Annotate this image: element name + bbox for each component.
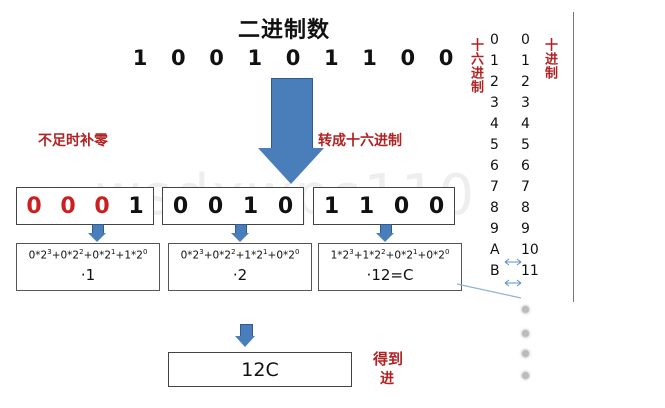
exponent: 0 [444,248,450,256]
group-digit: 0 [207,193,224,219]
formula-expression: 1*23+1*22+0*21+0*20 [330,248,450,262]
table-value: 2 [490,74,499,90]
hex-result: 12C [168,352,352,387]
exponent: 3 [349,248,354,256]
table-value: 1 [490,53,499,69]
table-value: B [490,263,500,279]
formula-result: ·1 [80,265,96,284]
exponent: 3 [47,248,52,256]
table-value: 3 [521,95,530,111]
table-value: 8 [490,200,499,216]
exponent: 1 [111,248,116,256]
table-value: 7 [521,179,530,195]
table-value: 0 [521,32,530,48]
convert-hex-label: 转成十六进制 [318,133,402,149]
binary-digit: 1 [132,46,148,70]
table-value: 9 [490,221,499,237]
group-digit: 1 [358,193,375,219]
dec-vertical-label: 十进制 [542,38,557,80]
table-value: 9 [521,221,530,237]
table-value: 6 [490,158,499,174]
formula-expression: 0*23+0*22+0*21+1*20 [28,248,148,262]
ellipsis-dot [522,350,529,357]
table-value: 5 [490,137,499,153]
group-arrow-1-head [88,233,106,242]
group-digit: 0 [428,193,445,219]
binary-digit: 1 [362,46,377,70]
exponent: 0 [142,248,148,256]
convert-arrow-head [258,148,324,184]
group-digit: 1 [242,193,259,219]
page-title: 二进制数 [238,18,331,43]
binary-digit: 0 [285,46,301,70]
table-value: 6 [521,158,530,174]
ellipsis-dot [522,330,529,337]
binary-digit: 0 [438,46,454,70]
got-label: 得到 [373,350,404,368]
table-value: 4 [521,116,530,132]
table-value: 8 [521,200,530,216]
table-divider [573,12,574,302]
exponent: 2 [231,248,236,256]
group-digit: 1 [323,193,340,219]
group-digit: 0 [26,193,42,219]
ellipsis-dot [522,372,529,379]
dec-column: 0 1 2 3 4 5 6 7 8 9 10 11 [521,30,547,282]
group-digit: 0 [277,193,294,219]
formula-box-3: 1*23+1*22+0*21+0*20 ·12=C [318,243,462,291]
group-digit: 0 [94,193,110,219]
binary-digit: 0 [400,46,416,70]
binary-digit: 1 [323,46,339,70]
formula-expression: 0*23+0*22+1*21+0*20 [180,248,300,262]
formula-result: ·12=C [366,265,414,284]
binary-digit: 0 [209,46,224,70]
double-arrow-icon [504,258,522,266]
exponent: 3 [199,248,204,256]
convert-arrow-shaft [271,78,313,150]
exponent: 1 [413,248,418,256]
group-digit: 0 [393,193,410,219]
ellipsis-dot [522,306,529,313]
table-value: 10 [521,242,539,258]
formula-box-1: 0*23+0*22+0*21+1*20 ·1 [16,243,160,291]
table-value: 11 [521,263,539,279]
table-value: A [490,242,500,258]
group-digit: 1 [128,193,144,219]
formula-result: ·2 [232,265,248,284]
table-value: 5 [521,137,530,153]
exponent: 2 [381,248,386,256]
pad-zero-label: 不足时补零 [38,133,108,149]
binary-digit: 1 [247,46,263,70]
hex-vertical-label: 十六进制 [468,38,483,94]
table-value: 0 [490,32,499,48]
binary-digit: 0 [170,46,186,70]
table-value: 4 [490,116,499,132]
exponent: 0 [294,248,300,256]
double-arrow-icon [504,279,522,287]
table-value: 2 [521,74,530,90]
table-value: 7 [490,179,499,195]
result-arrow-head [235,336,255,347]
group-arrow-2-head [231,233,249,242]
table-value: 1 [521,53,530,69]
table-value: 3 [490,95,499,111]
group-digit: 0 [60,193,76,219]
exponent: 1 [263,248,268,256]
exponent: 2 [79,248,84,256]
formula-box-2: 0*23+0*22+1*21+0*20 ·2 [168,243,312,291]
got-label-2: 进 [380,371,394,387]
connector-line [456,283,522,299]
group-arrow-3-head [376,233,394,242]
group-digit: 0 [172,193,189,219]
